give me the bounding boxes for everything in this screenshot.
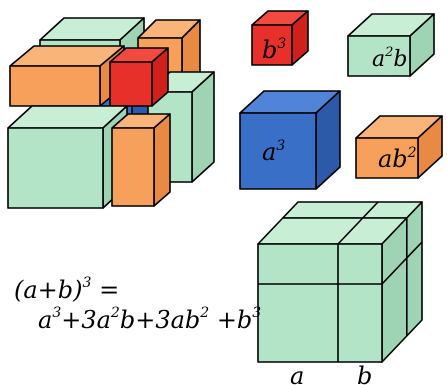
- asm-red-front: [109, 61, 153, 107]
- axis-label-b: b: [357, 362, 372, 385]
- assembled-cube: [7, 17, 215, 209]
- a2b-front: [347, 35, 411, 77]
- prism-a-b-squared: [355, 115, 443, 179]
- label-a-cubed: a3: [262, 138, 285, 166]
- cube-a-cubed: [239, 90, 341, 190]
- a3-front: [239, 112, 317, 190]
- big-front: [257, 243, 383, 363]
- asm-front-orange-front: [111, 127, 155, 207]
- label-b-cubed: b3: [262, 36, 286, 64]
- axis-label-a: a: [290, 362, 304, 385]
- b3-front: [251, 24, 293, 66]
- ab2-front: [355, 137, 419, 179]
- formula-line-2: a3+3a2b+3ab2 +b3: [38, 305, 261, 334]
- label-a-b-squared: ab2: [378, 145, 417, 173]
- divided-big-cube: [257, 201, 423, 363]
- big-side-hsplit: [381, 241, 423, 285]
- prism-a-squared-b: [347, 13, 435, 77]
- cube-b-cubed: [251, 10, 309, 66]
- asm-front-orange-side: [153, 113, 171, 207]
- label-a-squared-b: a2b: [372, 45, 408, 72]
- formula-line-1: (a+b)3 =: [14, 275, 119, 304]
- big-top-vsplit: [337, 201, 379, 245]
- asm-right-green-side: [191, 71, 215, 183]
- asm-front-green-front: [7, 127, 104, 209]
- asm-left-orange-front: [9, 65, 101, 107]
